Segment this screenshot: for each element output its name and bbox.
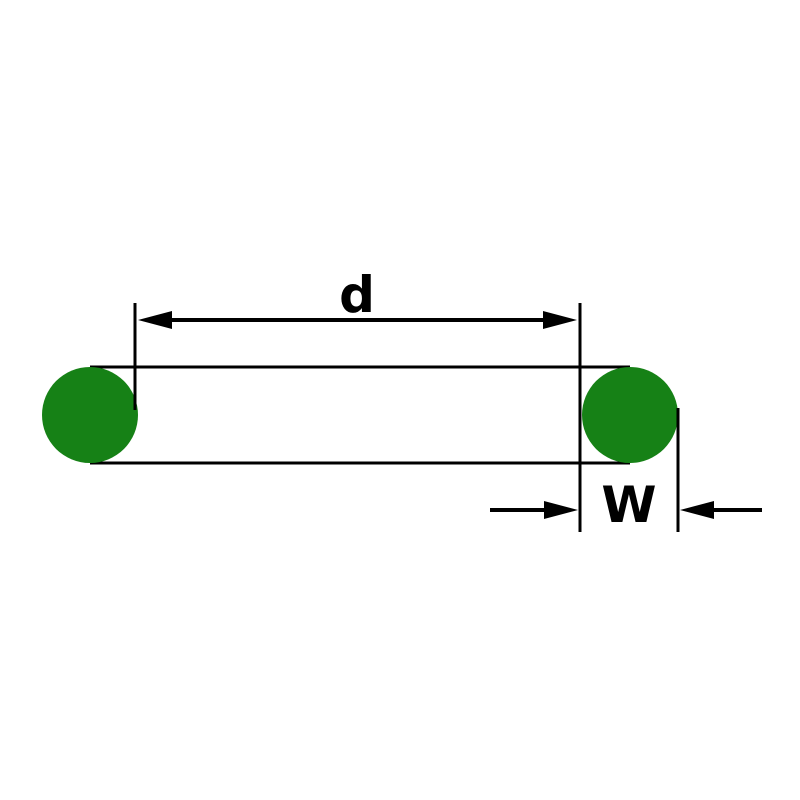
extension-lines [133,303,680,532]
oring-cross-section-left [42,367,138,463]
dimension-w-label: W [601,476,656,534]
dimension-w-arrowhead-left [544,501,578,519]
dimension-d-arrowhead-left [138,311,172,329]
dimension-d-label: d [339,266,375,324]
dimension-d-arrowhead-right [543,311,577,329]
oring-cross-section-right [582,367,678,463]
oring-body-edges [90,365,630,465]
dimension-d-arrow [138,311,577,329]
dimension-w-arrows [490,501,762,519]
dimension-w-arrowhead-right [680,501,714,519]
